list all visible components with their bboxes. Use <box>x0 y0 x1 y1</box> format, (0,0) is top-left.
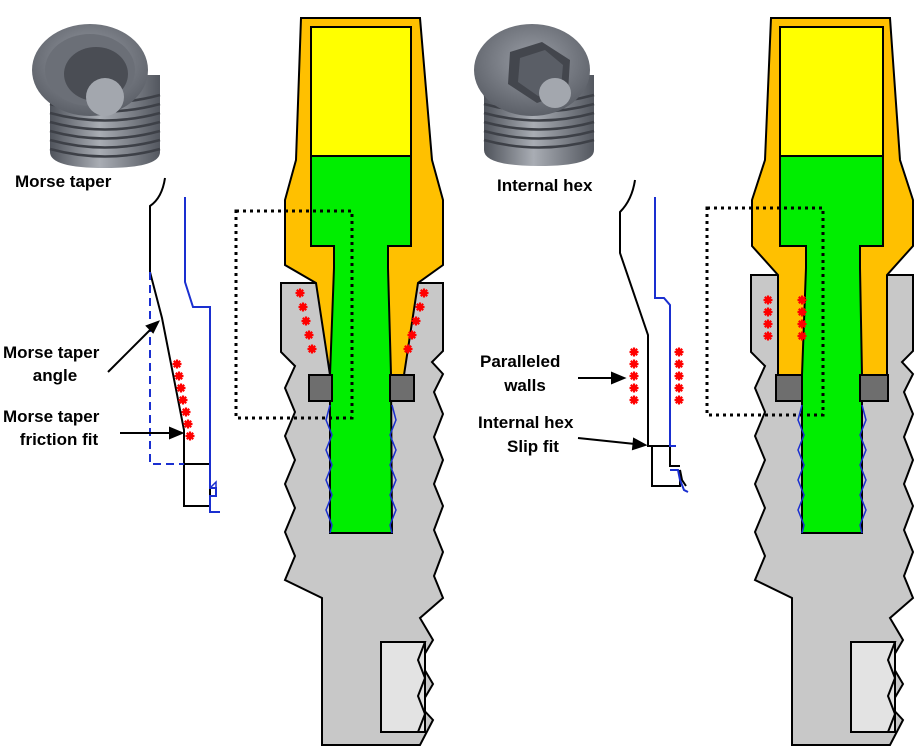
internal-hex-title: Internal hex <box>497 176 593 195</box>
morse-taper-title: Morse taper <box>15 172 112 191</box>
internal-hex-implant-render-icon <box>474 24 595 166</box>
morse-taper-fit-label-2: friction fit <box>19 430 99 449</box>
abutment-top-right <box>779 26 884 157</box>
internal-hex-slip-label-1: Internal hex <box>478 413 574 432</box>
morse-taper-implant-cross-section <box>280 17 445 746</box>
paralleled-walls-label-2: walls <box>504 376 546 395</box>
zoom-box-left <box>234 209 354 420</box>
morse-taper-angle-label-2: angle <box>32 366 78 385</box>
morse-taper-profile-schematic <box>149 177 220 513</box>
morse-taper-angle-label-1: Morse taper <box>3 343 100 362</box>
internal-hex-slip-label-2: Slip fit <box>507 437 559 456</box>
implant-shadow-left-b <box>389 374 415 402</box>
implant-shadow-right-a <box>775 374 803 402</box>
internal-hex-profile-schematic <box>619 179 689 493</box>
internal-hex-implant-cross-section <box>750 17 915 746</box>
morse-taper-implant-render-icon <box>32 24 161 168</box>
morse-taper-fit-label-1: Morse taper <box>3 407 100 426</box>
pointer-arrows-right <box>577 371 648 451</box>
implant-shadow-left-a <box>308 374 333 402</box>
implant-apex-cutout-left <box>380 641 426 733</box>
pointer-arrows-left <box>107 320 185 440</box>
implant-apex-cutout-right <box>850 641 896 733</box>
implant-shadow-right-b <box>859 374 889 402</box>
paralleled-walls-marks <box>628 346 685 406</box>
zoom-box-right <box>705 206 825 417</box>
paralleled-walls-label-1: Paralleled <box>480 352 561 371</box>
abutment-top-left <box>310 26 412 157</box>
